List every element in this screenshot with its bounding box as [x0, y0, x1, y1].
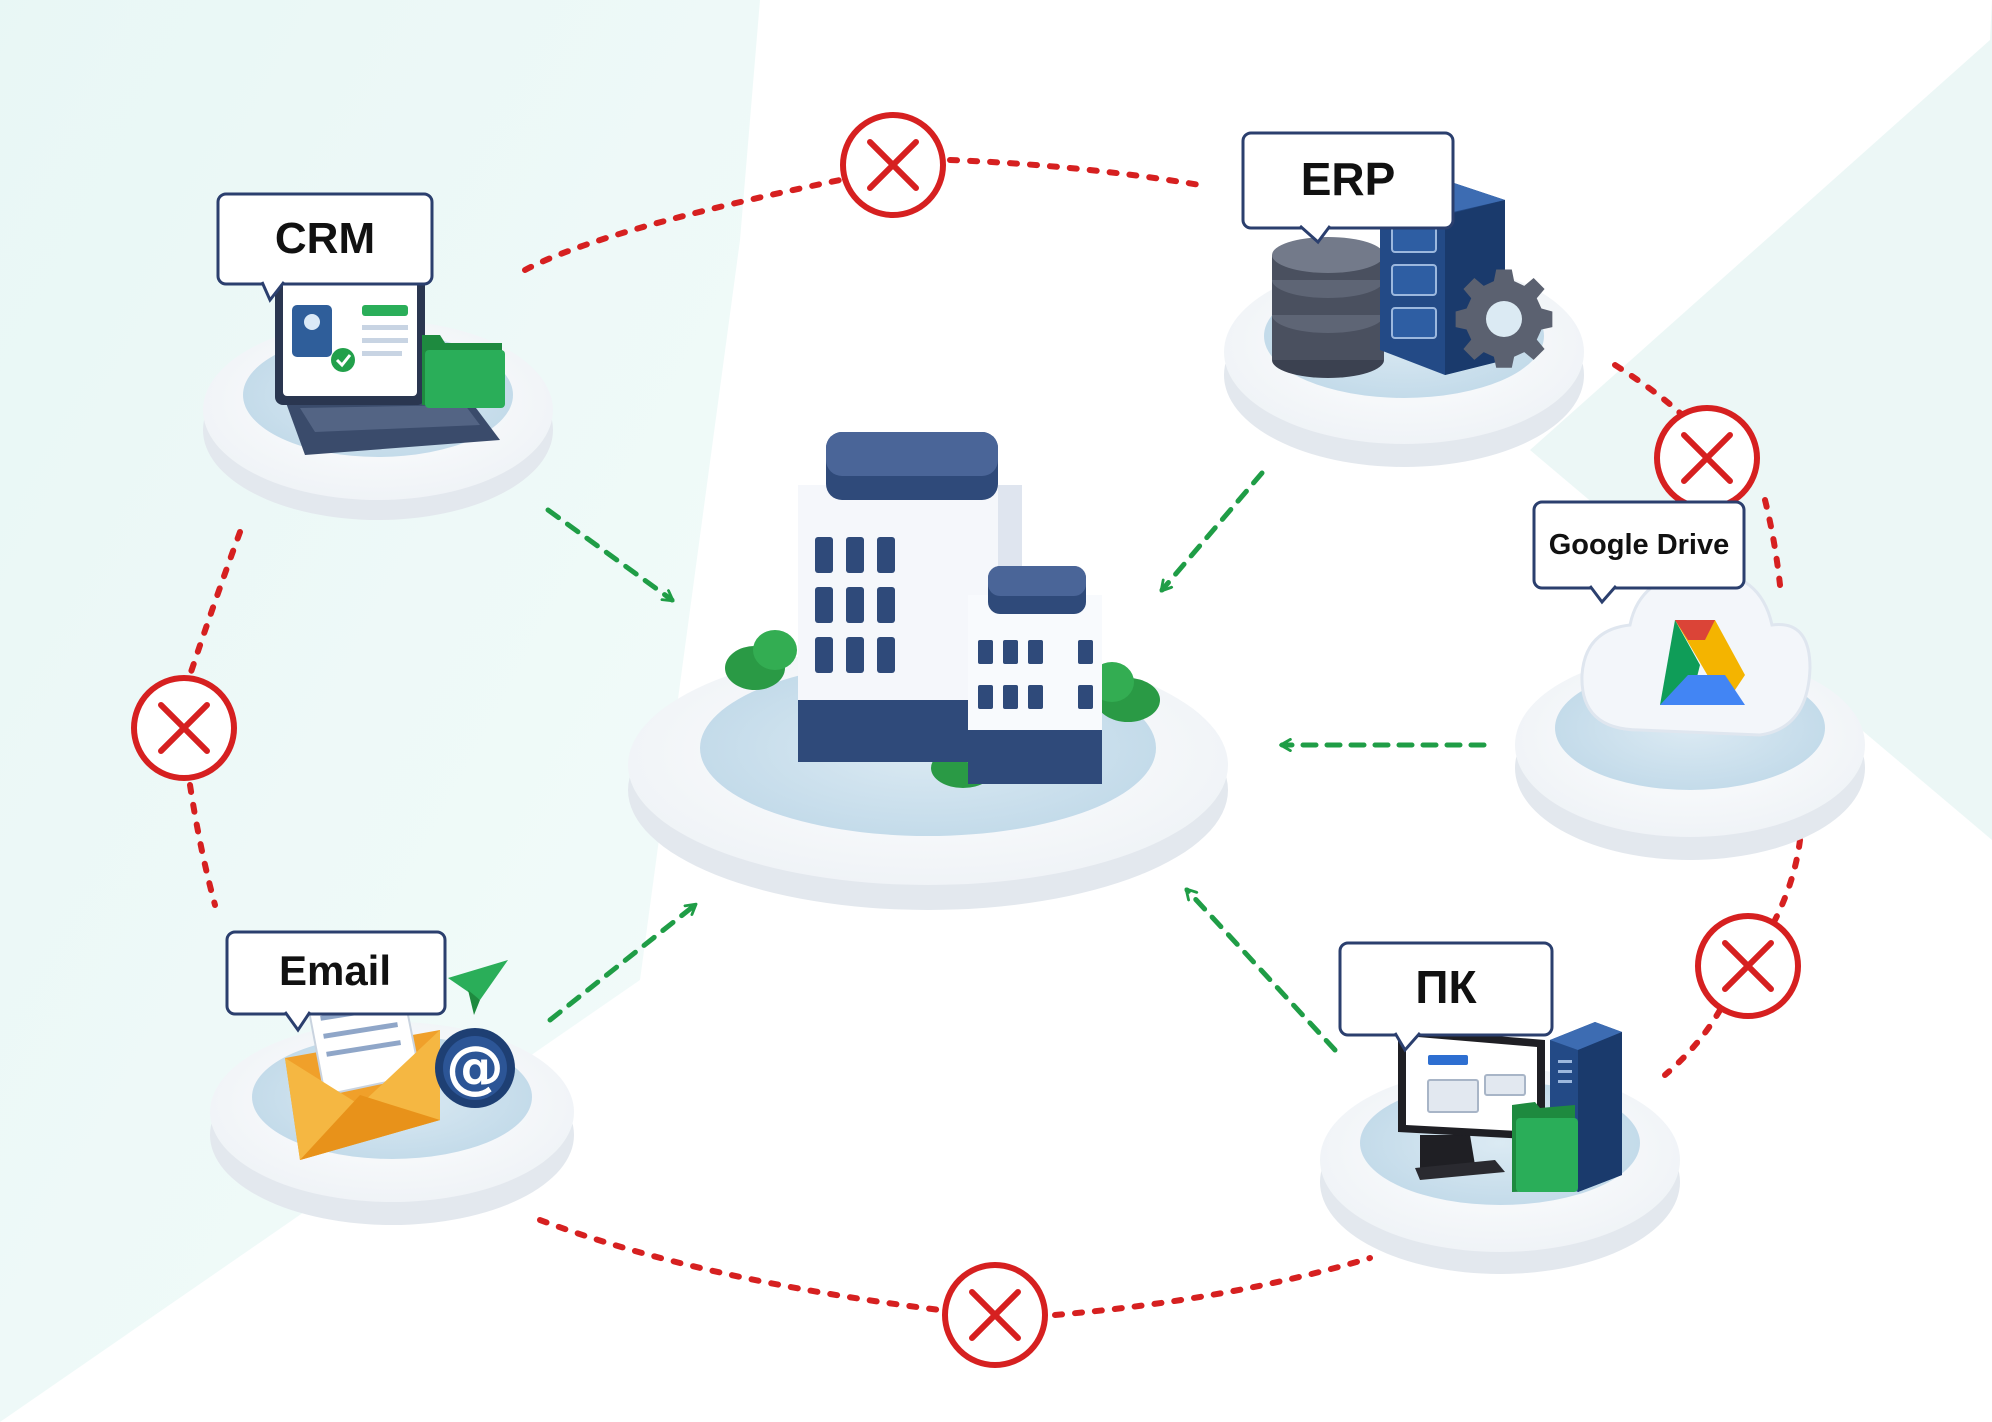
label-box-erp: [1241, 131, 1455, 230]
label-box-gdrive: [1532, 500, 1746, 590]
node-email: @ Email: [210, 930, 574, 1225]
node-pk: ПК: [1320, 941, 1680, 1274]
node-label-crm: CRM: [275, 214, 375, 263]
background-tint-right: [1530, 0, 1992, 840]
node-label-erp: ERP: [1301, 153, 1396, 205]
database-server-gear-icon: [1272, 180, 1553, 378]
blocked-icon: [1654, 405, 1760, 511]
label-box-crm: [216, 192, 434, 286]
background-tint-left: [0, 0, 760, 1422]
cloud-google-drive-icon: [1580, 570, 1812, 737]
center-hub: [628, 432, 1228, 910]
node-label-gdrive: Google Drive: [1549, 529, 1730, 561]
blocked-link-crm-erp: [522, 157, 1203, 273]
blocked-icon: [942, 1262, 1048, 1368]
office-building-icon: [725, 432, 1160, 788]
blocked-icon: [131, 675, 237, 781]
blocked-link-gdrive-pk: [1662, 837, 1803, 1078]
blocked-links: [187, 157, 1803, 1318]
blocked-icon: [840, 112, 946, 218]
blocked-icon: [1695, 913, 1801, 1019]
node-label-email: Email: [279, 947, 391, 994]
node-label-pk: ПК: [1415, 961, 1477, 1013]
node-gdrive: Google Drive: [1515, 500, 1865, 860]
node-crm: CRM: [203, 192, 553, 520]
blocked-link-pk-email: [537, 1217, 1373, 1318]
arrow-pk-to-center: [1184, 887, 1338, 1053]
blocked-link-erp-gdrive: [1612, 362, 1783, 588]
arrow-email-to-center: [547, 902, 698, 1023]
desktop-computer-icon: [1398, 1022, 1622, 1192]
blocked-markers: [131, 112, 1801, 1368]
envelope-at-icon: @: [285, 960, 515, 1160]
label-box-pk: [1338, 941, 1554, 1037]
node-erp: ERP: [1224, 131, 1584, 467]
label-box-email: [225, 930, 447, 1016]
allowed-arrows: [545, 470, 1487, 1053]
svg-text:@: @: [446, 1033, 504, 1101]
laptop-crm-icon: [275, 270, 505, 455]
blocked-link-email-crm: [187, 529, 243, 908]
arrow-erp-to-center: [1159, 470, 1265, 593]
arrow-crm-to-center: [545, 507, 675, 603]
